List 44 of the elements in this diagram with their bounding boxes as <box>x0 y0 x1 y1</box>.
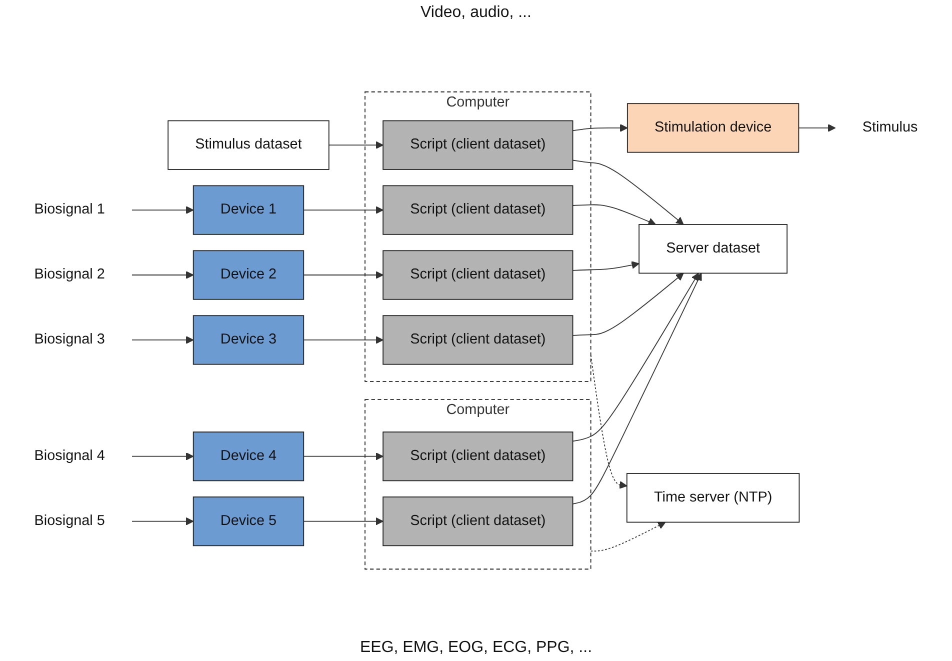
node-box: Server dataset <box>638 224 788 274</box>
arrow <box>572 272 684 336</box>
arrow <box>132 336 194 344</box>
node-text: Biosignal 3 <box>34 332 105 348</box>
arrow <box>132 517 194 526</box>
arrow <box>132 452 194 460</box>
arrow <box>572 261 640 271</box>
arrow <box>572 272 699 442</box>
annotation-text: Video, audio, ... <box>420 4 532 22</box>
arrow <box>303 271 384 279</box>
node-text: Biosignal 4 <box>34 448 105 464</box>
arrow <box>132 271 194 279</box>
node-box: Script (client dataset) <box>382 185 574 235</box>
node-box: Stimulation device <box>626 103 800 153</box>
node-box: Device 2 <box>192 250 304 300</box>
arrow <box>303 517 384 526</box>
arrow <box>572 160 684 225</box>
node-box: Device 5 <box>192 496 304 546</box>
arrow <box>590 522 666 552</box>
arrow <box>303 206 384 214</box>
arrow <box>303 452 384 460</box>
node-box: Script (client dataset) <box>382 315 574 365</box>
arrow <box>572 124 628 132</box>
node-box: Device 1 <box>192 185 304 235</box>
node-box: Script (client dataset) <box>382 250 574 300</box>
arrow <box>590 354 628 489</box>
node-text: Biosignal 5 <box>34 513 105 529</box>
arrow <box>572 204 656 226</box>
arrow <box>132 206 194 214</box>
annotation-text: EEG, EMG, EOG, ECG, PPG, ... <box>360 639 592 657</box>
arrow <box>328 141 384 150</box>
node-text: Biosignal 1 <box>34 202 105 218</box>
node-box: Script (client dataset) <box>382 120 574 170</box>
node-box: Device 3 <box>192 315 304 365</box>
node-text: Stimulus <box>862 120 918 136</box>
node-box: Time server (NTP) <box>626 473 800 523</box>
node-box: Script (client dataset) <box>382 432 574 482</box>
node-box: Stimulus dataset <box>168 120 330 170</box>
arrow <box>798 124 836 132</box>
node-box: Script (client dataset) <box>382 496 574 546</box>
node-box: Device 4 <box>192 432 304 482</box>
arrow <box>303 336 384 344</box>
arrow <box>572 272 702 504</box>
node-text: Biosignal 2 <box>34 266 105 282</box>
